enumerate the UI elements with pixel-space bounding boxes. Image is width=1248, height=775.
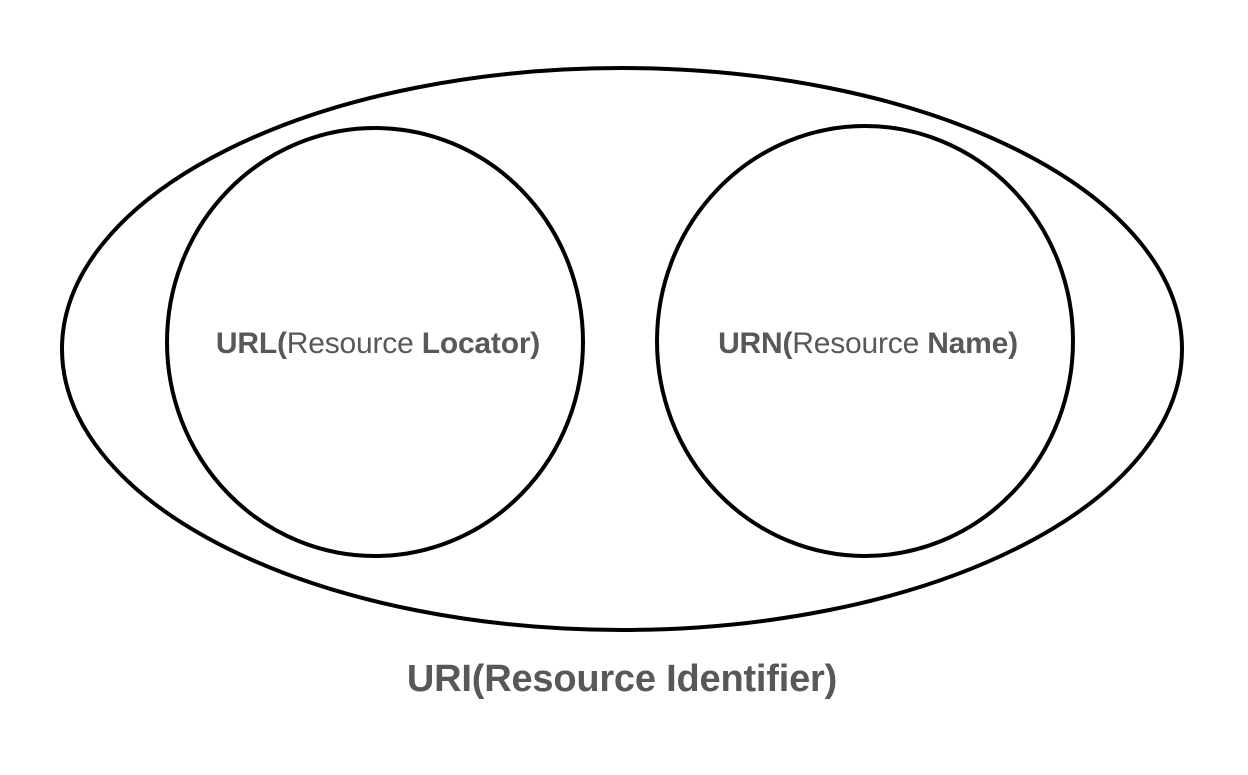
urn-label-part-2: Resource [792,327,928,360]
urn-circle [655,124,1075,558]
url-label-part-3: Locator) [421,327,541,360]
url-label: URL(Resource Locator) [216,329,540,359]
urn-label-part-3: Name) [927,327,1018,360]
urn-label-part-1: URN( [718,327,793,360]
uri-label: URI(Resource Identifier) [406,658,838,700]
url-circle [165,126,585,558]
urn-label: URN(Resource Name) [718,329,1018,359]
url-label-part-2: Resource [286,327,422,360]
url-label-part-1: URL( [215,327,287,360]
